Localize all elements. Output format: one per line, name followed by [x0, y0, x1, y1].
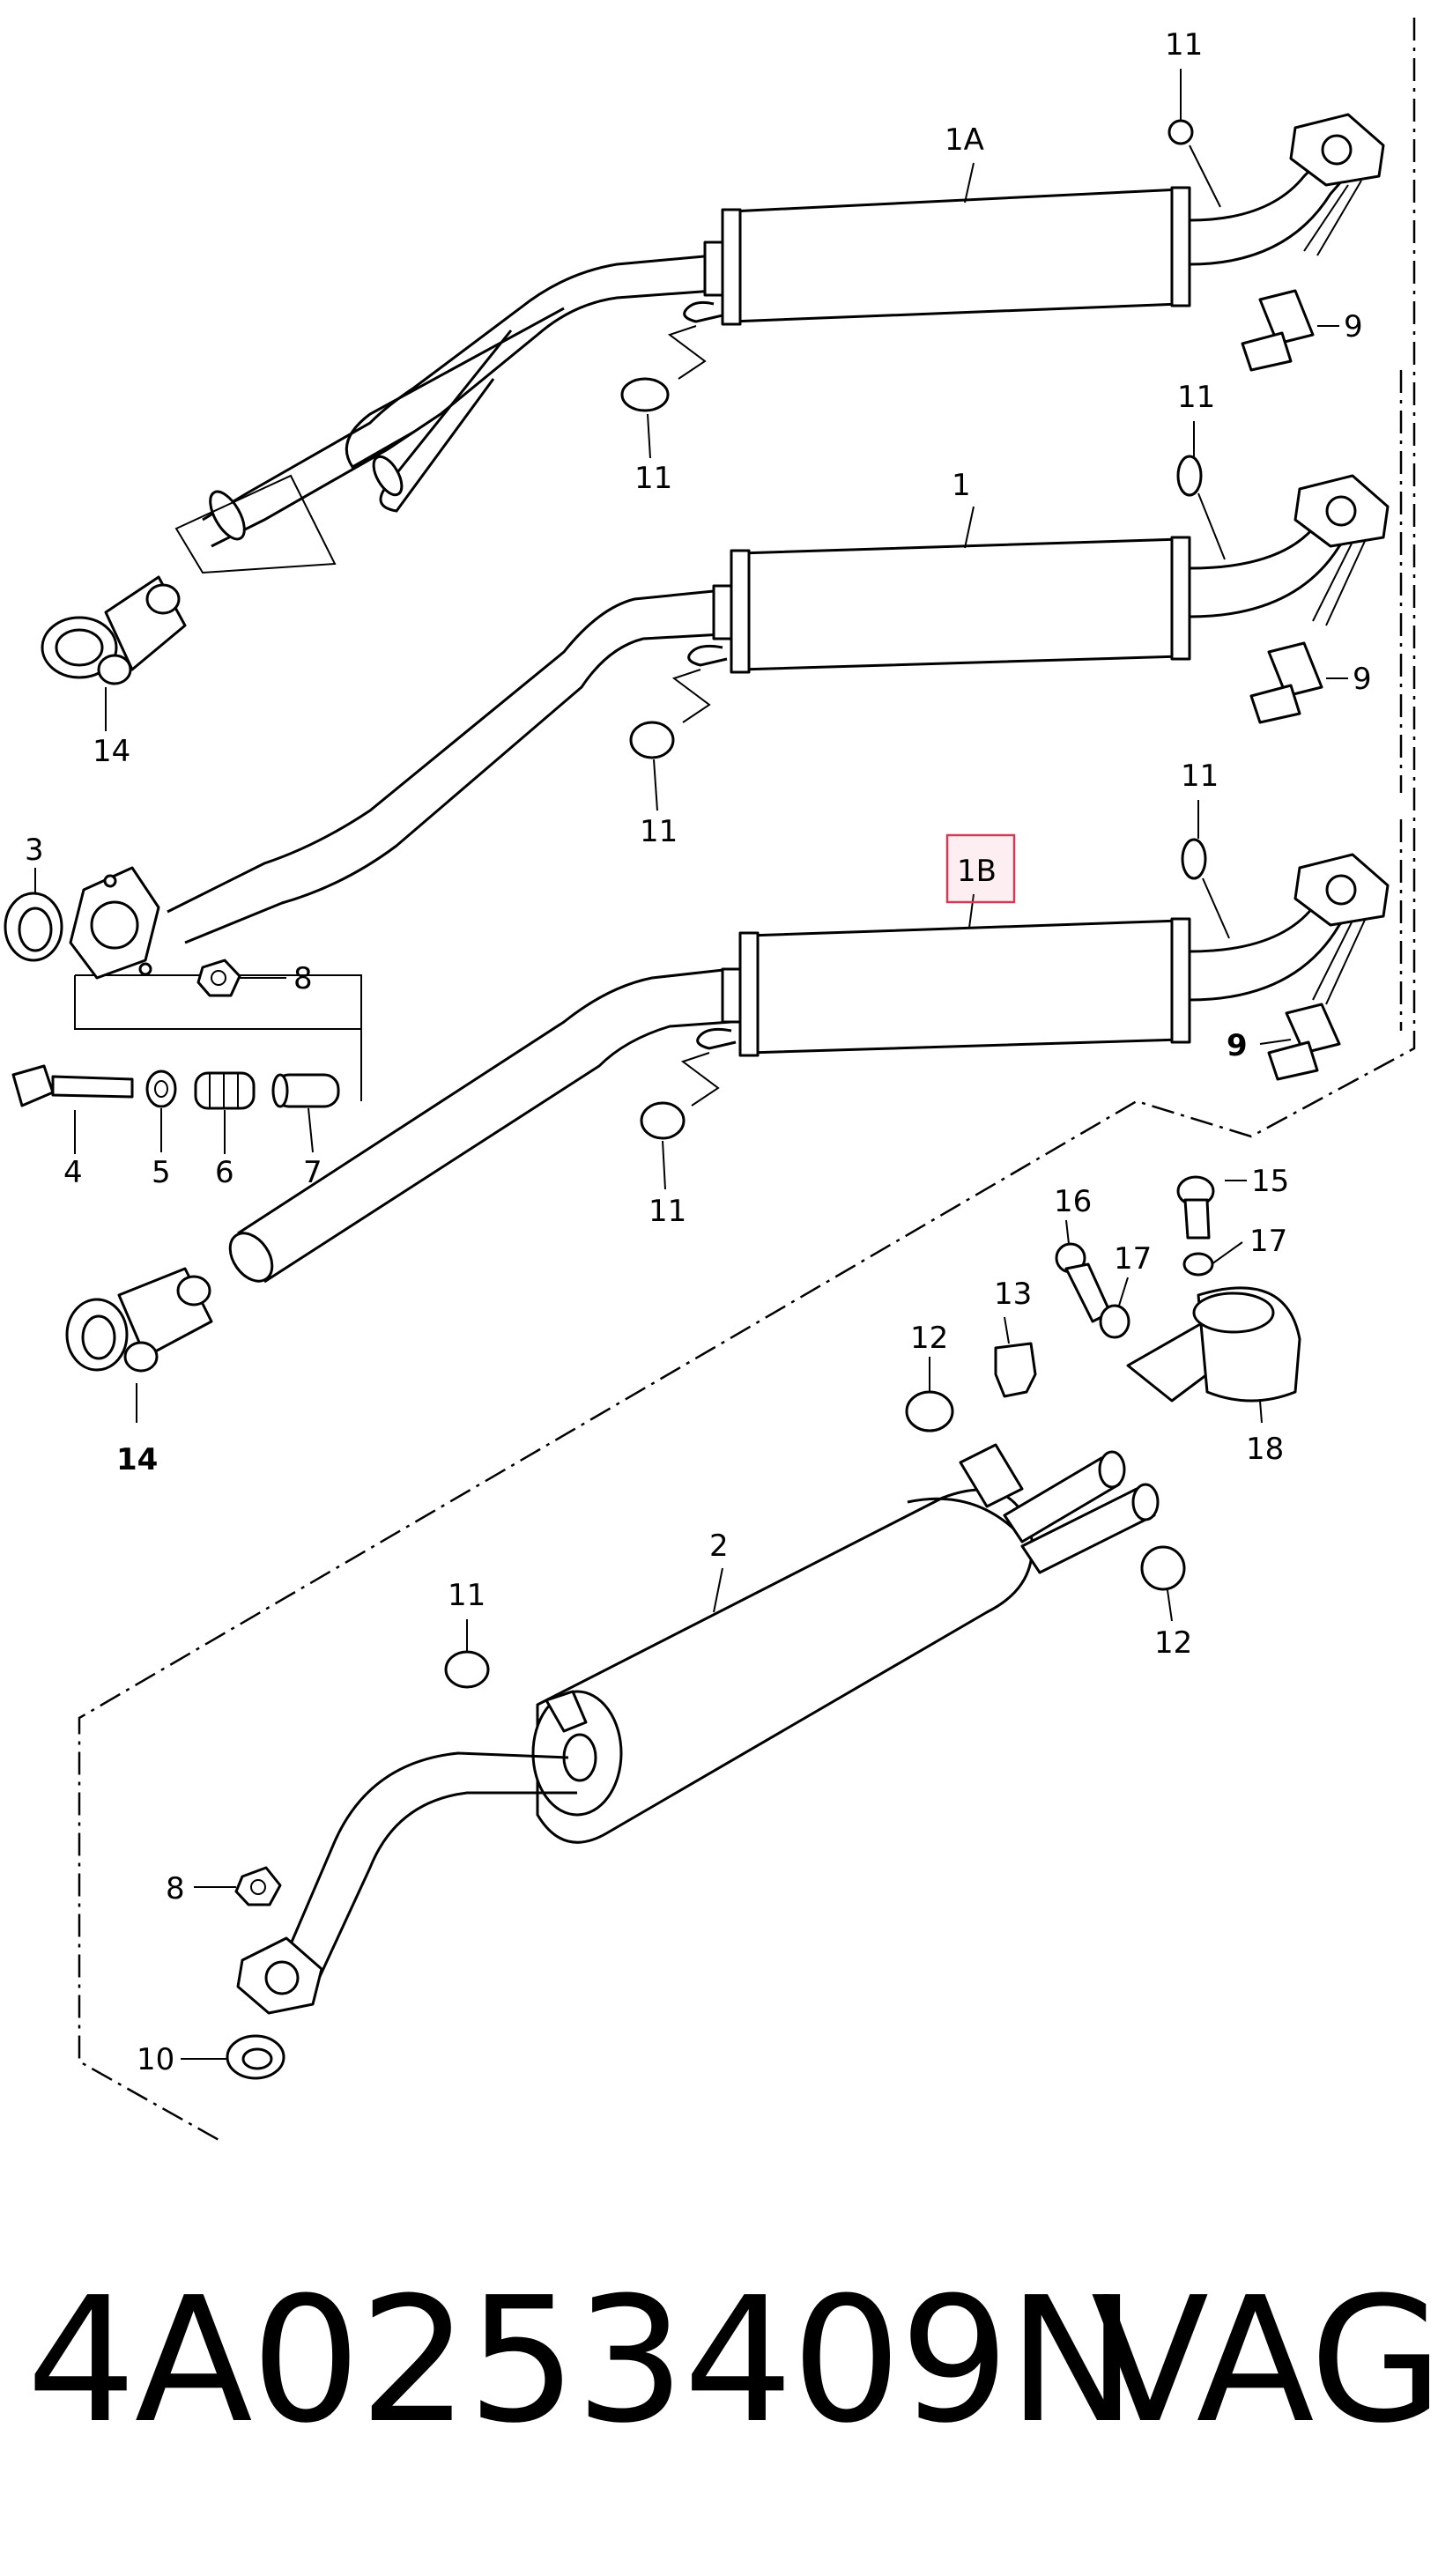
part-number: 4A0253409N — [26, 2261, 1137, 2461]
bolt-4 — [11, 1064, 134, 1107]
callout-6: 6 — [215, 1155, 234, 1190]
callout-17-b: 17 — [1249, 1224, 1287, 1259]
bolt-9-b — [1249, 641, 1323, 724]
gasket-11-b2 — [629, 721, 675, 759]
sleeve-7 — [271, 1073, 340, 1108]
callout-1b: 1B — [957, 854, 997, 889]
rear-muffler-2 — [181, 1175, 1301, 2080]
callout-4: 4 — [63, 1155, 83, 1190]
callout-10: 10 — [137, 2042, 174, 2077]
callout-13: 13 — [994, 1277, 1032, 1312]
callout-12-b: 12 — [1154, 1625, 1192, 1661]
callout-11-c2: 11 — [649, 1194, 686, 1229]
callout-18: 18 — [1246, 1432, 1284, 1467]
mount-18 — [1126, 1286, 1301, 1403]
muffler-assembly-1 — [4, 421, 1390, 1154]
ring-10 — [226, 2034, 285, 2080]
callout-1b-highlight — [945, 833, 1016, 904]
washer-17-a — [1099, 1304, 1130, 1339]
callout-8-a: 8 — [293, 961, 313, 996]
callout-15: 15 — [1251, 1164, 1289, 1199]
gasket-12-a — [905, 1390, 954, 1432]
caption: 4A0253409N VAG — [0, 2255, 1438, 2484]
callout-11-b1: 11 — [1177, 380, 1215, 415]
callout-3: 3 — [25, 833, 44, 868]
callout-1: 1 — [952, 468, 971, 503]
callout-labels: 1A 1 1B 2 3 4 5 6 7 8 8 9 9 9 10 11 11 1… — [25, 27, 1372, 2077]
clamp-14-b — [65, 1267, 213, 1373]
callout-14-b: 14 — [116, 1442, 158, 1477]
bolt-13 — [994, 1342, 1037, 1398]
bolt-9-c — [1267, 1003, 1341, 1081]
callout-1a: 1A — [945, 122, 984, 158]
callout-11-b2: 11 — [640, 814, 678, 849]
gasket-11-a2 — [620, 377, 670, 412]
washer-17-b — [1182, 1252, 1214, 1277]
callout-14-a: 14 — [93, 734, 130, 769]
bolt-15 — [1176, 1175, 1215, 1240]
callout-11-a2: 11 — [634, 461, 672, 496]
gasket-11-c1 — [1181, 838, 1207, 880]
callout-9-a: 9 — [1344, 309, 1363, 344]
nut-8-a — [196, 959, 241, 997]
callout-11-a1: 11 — [1165, 27, 1203, 63]
gasket-11-b1 — [1176, 455, 1203, 497]
ring-3 — [4, 892, 63, 962]
gasket-11-d — [444, 1650, 490, 1689]
callout-8-b: 8 — [166, 1871, 185, 1906]
callout-11-d: 11 — [448, 1578, 486, 1613]
callout-7: 7 — [303, 1155, 322, 1190]
exhaust-system-diagram: 1A 1 1B 2 3 4 5 6 7 8 8 9 9 9 10 11 11 1… — [4, 18, 1416, 2143]
brand-name: VAG — [1091, 2261, 1438, 2461]
callout-16: 16 — [1054, 1184, 1092, 1219]
muffler-assembly-1a — [41, 69, 1385, 731]
washer-5 — [145, 1070, 177, 1108]
callout-5: 5 — [152, 1155, 171, 1190]
gasket-11-c2 — [640, 1101, 686, 1140]
muffler-assembly-1b — [65, 800, 1390, 1423]
callout-2: 2 — [709, 1529, 729, 1564]
nut-8-b — [234, 1866, 282, 1906]
bolt-9-a — [1241, 289, 1315, 372]
spring-6 — [194, 1071, 256, 1110]
callout-11-c1: 11 — [1181, 759, 1219, 794]
callout-9-b: 9 — [1353, 662, 1372, 697]
gasket-12-b — [1140, 1545, 1186, 1591]
gasket-11-a1 — [1167, 119, 1194, 145]
clamp-14-a — [41, 575, 187, 685]
bolt-16 — [1055, 1242, 1112, 1323]
reference-frames — [74, 18, 1416, 2143]
callout-9-c: 9 — [1227, 1028, 1248, 1063]
callout-12-a: 12 — [910, 1321, 948, 1356]
callout-17-a: 17 — [1114, 1241, 1152, 1277]
